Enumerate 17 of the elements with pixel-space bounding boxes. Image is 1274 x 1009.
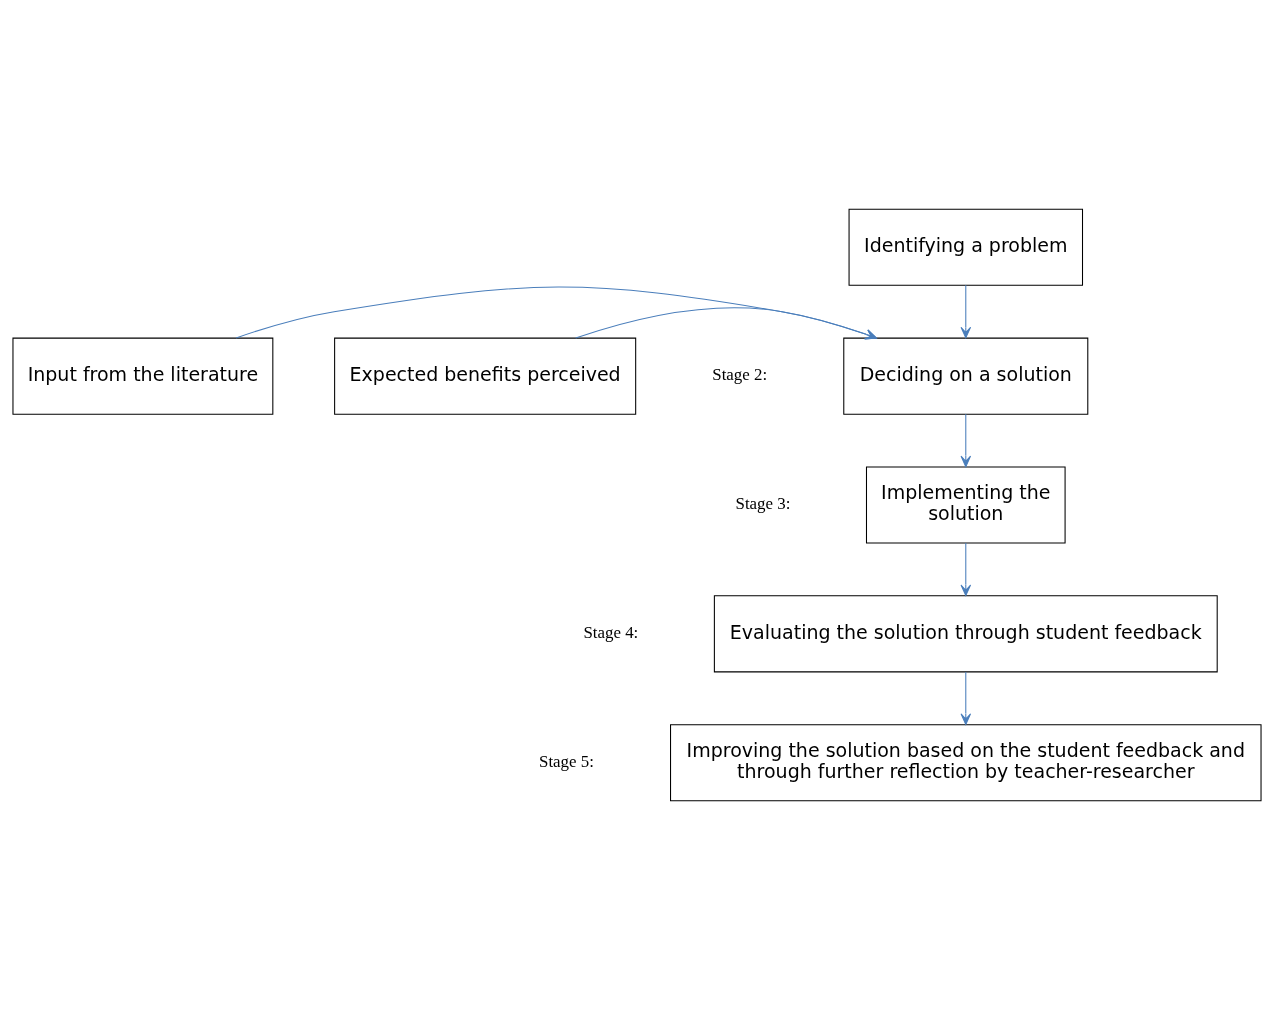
arrow	[960, 413, 972, 467]
arrow	[960, 670, 972, 725]
arrow	[960, 284, 972, 338]
node-box: Deciding on a solution	[843, 337, 1089, 415]
node-box: Identifying a problem	[848, 208, 1084, 286]
label: Stage 2:	[712, 364, 768, 384]
arrow	[235, 286, 877, 339]
node-box: Expected benefits perceived	[334, 337, 637, 415]
arrow	[575, 306, 877, 339]
arrow	[960, 542, 972, 596]
label: Stage 5:	[539, 751, 594, 771]
label: Stage 4:	[583, 622, 639, 642]
node-box: Implementing the solution	[865, 465, 1066, 544]
node-box: Input from the literature	[12, 337, 274, 415]
node-box: Improving the solution based on the student feedback and through further reflection by teacher-researcher	[670, 723, 1262, 801]
node-box: Evaluating the solution through student feedback	[713, 594, 1218, 672]
label: Stage 3:	[735, 493, 791, 513]
